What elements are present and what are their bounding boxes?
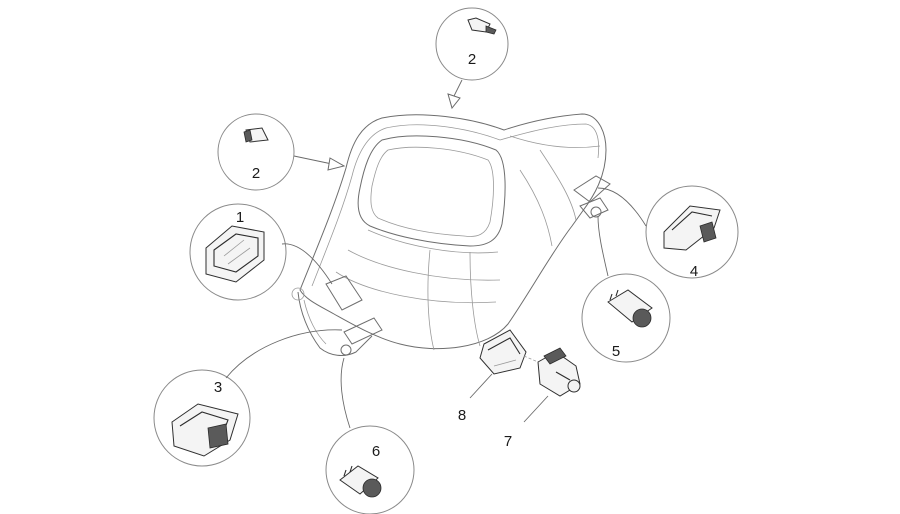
handlebar-cover [291, 113, 611, 356]
callout-part-4: 4 [597, 185, 739, 280]
arrow-icon [447, 93, 461, 110]
switch-button-icon [663, 205, 721, 251]
part-number-1: 1 [236, 209, 244, 226]
part-number-3: 3 [214, 379, 222, 396]
callout-part-6: 6 [325, 357, 415, 514]
part-number-2-left: 2 [252, 165, 260, 182]
push-button-icon [607, 289, 653, 328]
bulb-icon [243, 127, 269, 143]
switch-button-icon [205, 225, 265, 283]
callout-part-3: 3 [153, 329, 343, 467]
bulb-icon [467, 17, 497, 35]
part-number-8: 8 [458, 407, 466, 424]
callout-part-2-top: 2 [435, 7, 509, 110]
part-number-6: 6 [372, 443, 380, 460]
callout-part-5: 5 [581, 215, 671, 363]
part-number-2-top: 2 [468, 51, 476, 68]
callout-part-2-left: 2 [217, 113, 346, 191]
part-8-sleeve: 8 [458, 329, 527, 424]
part-number-4: 4 [690, 263, 698, 280]
switch-button-icon [171, 403, 239, 457]
part-7-switch-body: 7 [504, 347, 581, 450]
push-button-icon [339, 465, 382, 498]
part-number-5: 5 [612, 343, 620, 360]
arrow-icon [327, 157, 346, 171]
callout-part-1: 1 [189, 203, 333, 301]
part-number-7: 7 [504, 433, 512, 450]
